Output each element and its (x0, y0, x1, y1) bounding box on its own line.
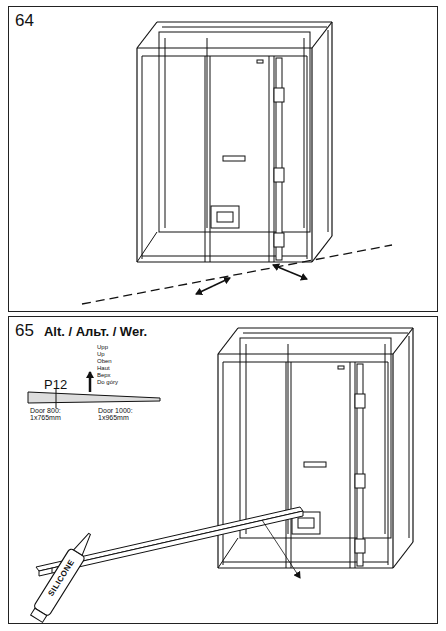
move-arrow (196, 286, 213, 294)
frame-part (355, 394, 365, 408)
frame-stroke (137, 47, 312, 48)
step-number: 65 (15, 321, 34, 341)
frame-stroke (409, 336, 410, 538)
frame-stroke (165, 38, 166, 228)
frame-stroke (137, 261, 312, 262)
frame-part (338, 366, 344, 369)
frame-stroke (246, 344, 247, 534)
step-number: 64 (15, 11, 34, 31)
frame-stroke (274, 56, 275, 262)
frame-stroke (286, 362, 287, 568)
frame-stroke (157, 21, 332, 22)
floor-line (82, 245, 392, 304)
move-arrow (273, 265, 290, 272)
frame-stroke (137, 232, 157, 262)
frame-stroke (291, 362, 292, 568)
step-panel: 64 (8, 6, 438, 312)
frame-stroke (223, 362, 388, 363)
frame-stroke (210, 56, 211, 262)
frame-stroke (388, 362, 389, 565)
direction-text: Haut (97, 365, 110, 371)
frame-stroke (137, 22, 157, 48)
step-header: 64 (15, 11, 34, 31)
frame-stroke (238, 327, 413, 328)
frame-part (274, 233, 284, 247)
frame-stroke (307, 56, 308, 259)
frame-stroke (312, 22, 332, 48)
move-arrow (290, 272, 307, 279)
frame-part (159, 32, 310, 232)
frame-stroke (269, 56, 270, 262)
dimension-note: Door 800: 1x765mm (30, 407, 72, 422)
step-panel: 65 Alt. / Альт. / Wer. (8, 316, 438, 624)
frame-stroke (207, 38, 208, 228)
frame-stroke (218, 328, 238, 354)
frame-stroke (288, 344, 289, 534)
frame-part (274, 88, 284, 102)
frame-part (217, 212, 233, 222)
frame-stroke (412, 328, 413, 542)
direction-text: Up (97, 351, 105, 357)
frame-stroke (142, 56, 307, 57)
shower-cabin (218, 328, 413, 568)
frame-stroke (218, 353, 393, 354)
frame-stroke (331, 22, 332, 236)
shower-cabin (137, 22, 332, 262)
frame-stroke (218, 567, 393, 568)
frame-part (298, 518, 314, 528)
frame-part (223, 156, 245, 161)
frame-part (257, 60, 263, 63)
frame-stroke (311, 48, 312, 262)
leader-line (262, 520, 300, 578)
frame-part (274, 168, 284, 182)
frame-part (240, 338, 391, 538)
frame-stroke (142, 56, 143, 259)
frame-stroke (218, 538, 238, 568)
frame-stroke (243, 333, 408, 334)
frame-stroke (304, 38, 305, 228)
frame-part (304, 462, 326, 467)
frame-stroke (350, 362, 351, 568)
part-name: P12 (44, 378, 67, 392)
step-header: 65 Alt. / Альт. / Wer. (15, 321, 147, 341)
frame-stroke (393, 328, 413, 354)
direction-text: Do góry (97, 379, 118, 385)
up-arrow (89, 372, 92, 392)
frame-stroke (392, 354, 393, 568)
frame-stroke (205, 56, 206, 262)
frame-part (355, 474, 365, 488)
frame-stroke (162, 27, 327, 28)
frame-stroke (328, 30, 329, 232)
dimension-note: Door 1000: 1x965mm (98, 407, 144, 422)
cut-mark (56, 389, 57, 408)
profile-wedge (28, 392, 160, 403)
frame-stroke (355, 362, 356, 568)
silicone-tube (29, 529, 97, 623)
direction-text: Oben (97, 358, 112, 364)
direction-text: Верх (97, 372, 111, 378)
alternative-note: Alt. / Альт. / Wer. (44, 324, 147, 339)
frame-stroke (393, 542, 413, 568)
move-arrow (213, 278, 230, 286)
frame-part (355, 539, 365, 553)
direction-text: Upp (97, 344, 108, 350)
frame-stroke (385, 344, 386, 534)
frame-stroke (136, 48, 137, 262)
frame-part (211, 206, 239, 228)
